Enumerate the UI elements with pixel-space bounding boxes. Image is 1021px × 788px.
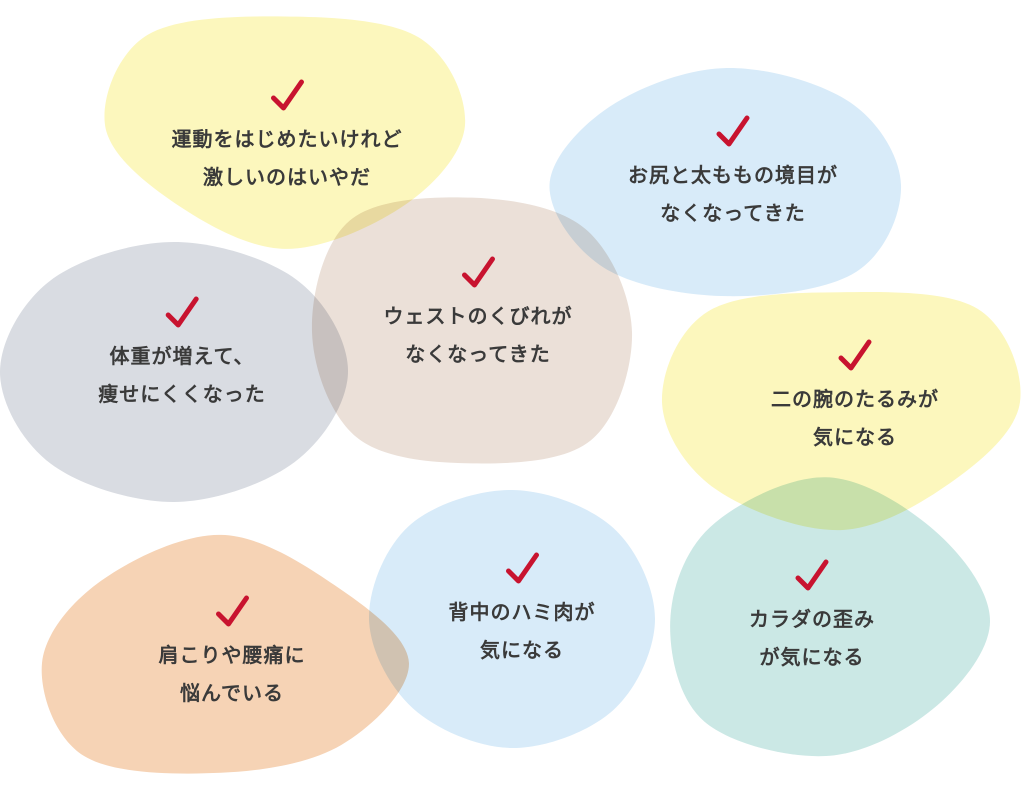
concern-item: ウェストのくびれが なくなってきた xyxy=(384,255,573,373)
concern-line-2: なくなってきた xyxy=(405,342,551,366)
check-icon xyxy=(270,79,304,111)
check-icon xyxy=(165,296,199,328)
blob-shape xyxy=(0,242,349,503)
blob-shape xyxy=(104,16,466,249)
check-icon xyxy=(461,256,495,288)
concern-line-2: 気になる xyxy=(813,425,897,449)
blob-shape xyxy=(41,534,409,774)
blob-shape xyxy=(311,197,633,464)
concern-line-1: 肩こりや腰痛に xyxy=(158,643,306,667)
concern-item: 運動をはじめたいけれど 激しいのはいやだ xyxy=(172,78,403,196)
concern-line-2: が気になる xyxy=(759,645,865,669)
check-icon xyxy=(795,559,829,591)
concern-item: カラダの歪み が気になる xyxy=(749,558,875,676)
concern-line-1: 二の腕のたるみが xyxy=(771,387,939,411)
check-icon xyxy=(215,595,249,627)
check-icon xyxy=(505,552,539,584)
concern-line-2: なくなってきた xyxy=(660,201,806,225)
concern-item: 背中のハミ肉が 気になる xyxy=(449,551,596,669)
check-icon xyxy=(838,339,872,371)
concern-line-1: 背中のハミ肉が xyxy=(448,600,596,624)
concern-line-1: お尻と太ももの境目が xyxy=(628,163,838,187)
blob-shape xyxy=(661,292,1021,531)
concern-item: 体重が増えて、 痩せにくくなった xyxy=(98,295,266,413)
concern-line-1: 体重が増えて、 xyxy=(109,344,255,368)
concern-line-1: カラダの歪み xyxy=(749,607,875,631)
concern-line-1: 運動をはじめたいけれど xyxy=(171,127,403,151)
blob-shape xyxy=(670,477,991,757)
concern-item: 肩こりや腰痛に 悩んでいる xyxy=(159,594,306,712)
blob-shape xyxy=(368,489,655,749)
concern-line-2: 痩せにくくなった xyxy=(98,382,266,406)
check-icon xyxy=(716,115,750,147)
concern-line-2: 激しいのはいやだ xyxy=(203,165,371,189)
concern-item: お尻と太ももの境目が なくなってきた xyxy=(628,114,838,232)
concern-line-2: 気になる xyxy=(480,638,564,662)
concern-line-1: ウェストのくびれが xyxy=(383,304,573,328)
concern-item: 二の腕のたるみが 気になる xyxy=(771,338,939,456)
concern-line-2: 悩んでいる xyxy=(180,681,284,705)
blob-shape xyxy=(549,67,902,297)
